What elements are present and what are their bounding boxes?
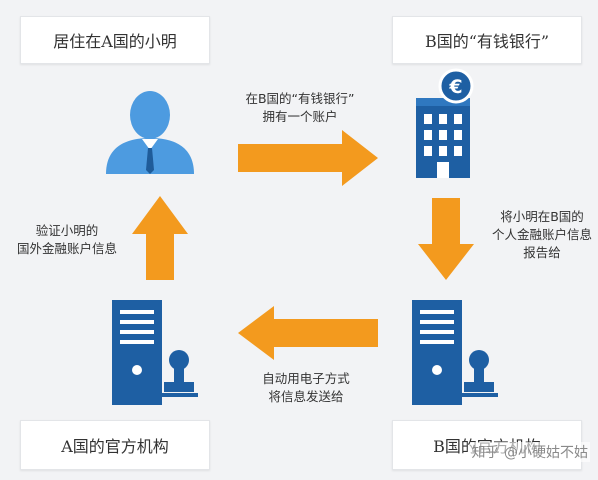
arrow-left bbox=[238, 306, 378, 360]
arrow-up bbox=[132, 196, 188, 280]
annotation-verify: 验证小明的 国外金融账户信息 bbox=[12, 222, 122, 258]
annotation-report-line2: 个人金融账户信息 bbox=[491, 227, 592, 242]
annotation-open-account-line1: 在B国的“有钱银行” bbox=[245, 91, 355, 106]
annotation-report-line1: 将小明在B国的 bbox=[500, 209, 584, 224]
annotation-report: 将小明在B国的 个人金融账户信息 报告给 bbox=[490, 208, 594, 262]
resident-xiaoming-box: 居住在A国的小明 bbox=[20, 16, 210, 64]
b-country-bank-box: B国的“有钱银行” bbox=[392, 16, 582, 64]
archive-stamp-icon-left bbox=[112, 300, 198, 405]
annotation-send-line1: 自动用电子方式 bbox=[262, 371, 350, 386]
a-country-authority-label: A国的官方机构 bbox=[61, 437, 169, 456]
bank-building-icon: € bbox=[416, 68, 474, 178]
a-country-authority-box: A国的官方机构 bbox=[20, 420, 210, 470]
annotation-report-line3: 报告给 bbox=[523, 245, 561, 260]
watermark: 知乎 @小硬姑不姑 bbox=[469, 442, 590, 462]
arrow-down bbox=[418, 198, 474, 280]
annotation-send-line2: 将信息发送给 bbox=[268, 389, 344, 404]
arrow-right bbox=[238, 130, 378, 186]
annotation-open-account-line2: 拥有一个账户 bbox=[262, 109, 338, 124]
archive-stamp-icon-right bbox=[412, 300, 498, 405]
annotation-open-account: 在B国的“有钱银行” 拥有一个账户 bbox=[230, 90, 370, 126]
person-icon bbox=[106, 91, 194, 174]
annotation-verify-line2: 国外金融账户信息 bbox=[16, 241, 117, 256]
annotation-send: 自动用电子方式 将信息发送给 bbox=[236, 370, 376, 406]
annotation-verify-line1: 验证小明的 bbox=[35, 223, 99, 238]
svg-text:€: € bbox=[448, 76, 462, 98]
resident-xiaoming-label: 居住在A国的小明 bbox=[53, 32, 177, 51]
b-country-bank-label: B国的“有钱银行” bbox=[424, 32, 550, 51]
